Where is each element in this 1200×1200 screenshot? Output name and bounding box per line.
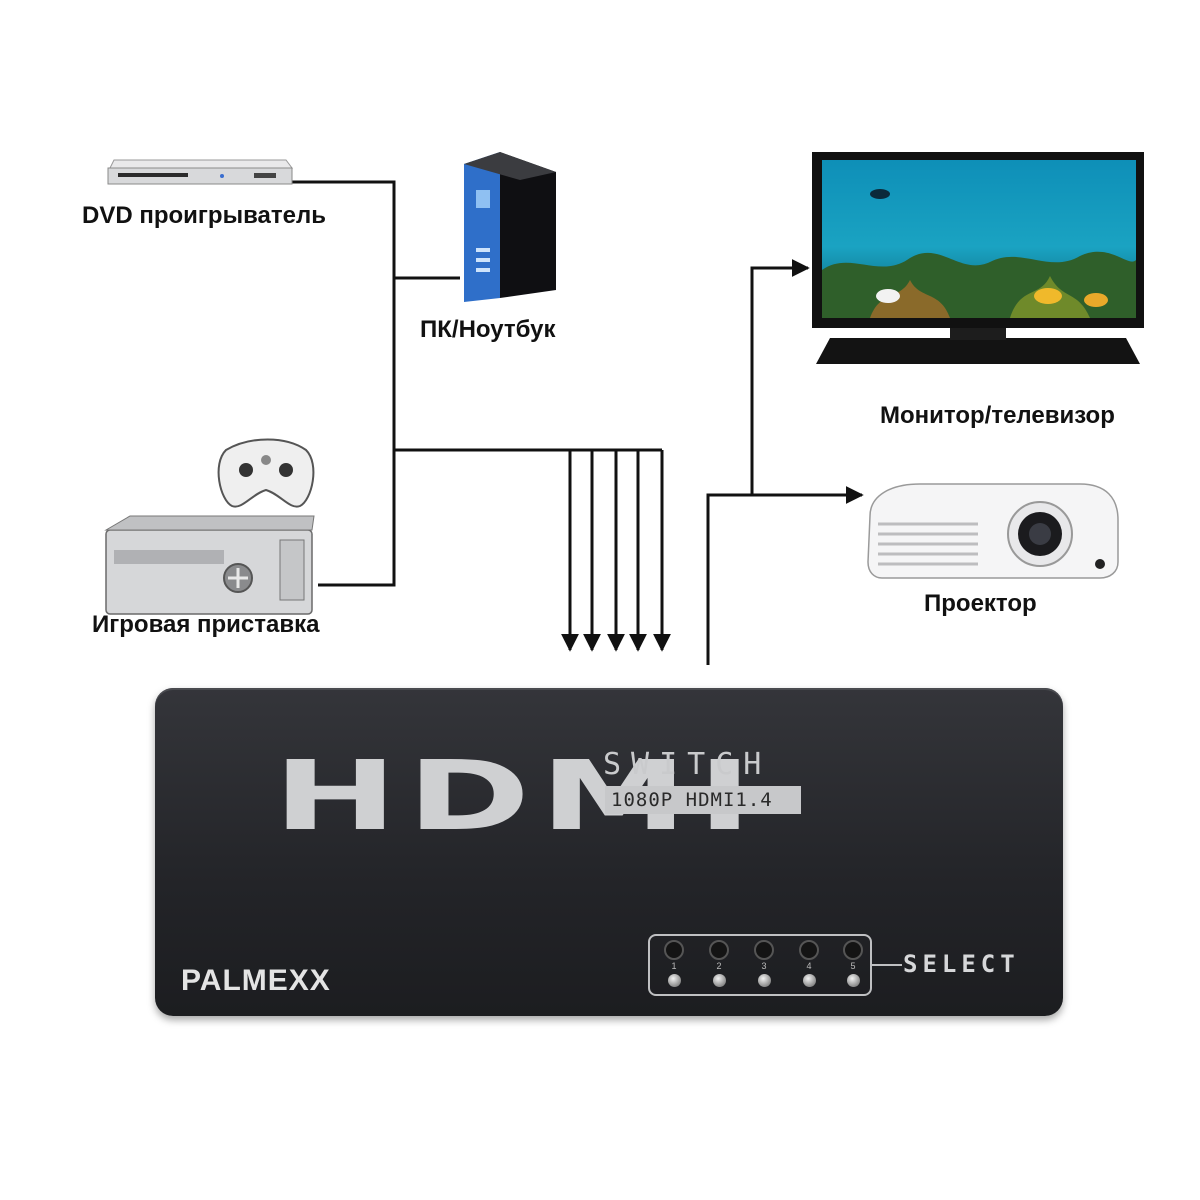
button-key[interactable] [664,940,684,960]
button-key[interactable] [754,940,774,960]
pc-tower-icon [464,152,556,302]
console-label: Игровая приставка [92,611,320,638]
monitor-icon [812,152,1144,364]
game-console-icon [104,438,315,615]
monitor-label: Монитор/телевизор [880,402,1115,429]
led-indicator [802,974,816,987]
input-select-button-4[interactable]: 4 [792,940,826,987]
input-select-button-1[interactable]: 1 [657,940,691,987]
monitor-arrow [750,259,810,495]
led-indicator [712,974,726,987]
button-key[interactable] [709,940,729,960]
select-button-panel: 1 2 3 4 5 [648,934,872,996]
input-select-button-5[interactable]: 5 [836,940,870,987]
input-select-button-2[interactable]: 2 [702,940,736,987]
select-connector-line [872,964,902,966]
button-key[interactable] [799,940,819,960]
spec-plate: 1080P HDMI1.4 [605,786,801,814]
projector-label: Проектор [924,590,1037,617]
console-wire [318,450,396,587]
input-select-button-3[interactable]: 3 [747,940,781,987]
switch-title: SWITCH [603,747,772,782]
output-wire [706,493,752,665]
projector-icon [867,483,1119,579]
select-label: SELECT [903,950,1020,978]
brand-logo: PALMEXX [181,964,331,997]
dvd-label: DVD проигрыватель [82,202,326,229]
pc-label: ПК/Ноутбук [420,316,556,343]
dvd-player-icon [107,159,293,185]
button-number: 2 [716,961,722,971]
button-key[interactable] [843,940,863,960]
button-number: 3 [761,961,767,971]
led-indicator [846,974,860,987]
led-indicator [667,974,681,987]
button-number: 1 [671,961,677,971]
hdmi-switch-device: HDMI SWITCH 1080P HDMI1.4 PALMEXX 1 2 3 … [155,688,1063,1016]
button-number: 5 [850,961,856,971]
led-indicator [757,974,771,987]
button-number: 4 [806,961,812,971]
dvd-wire [290,180,396,450]
